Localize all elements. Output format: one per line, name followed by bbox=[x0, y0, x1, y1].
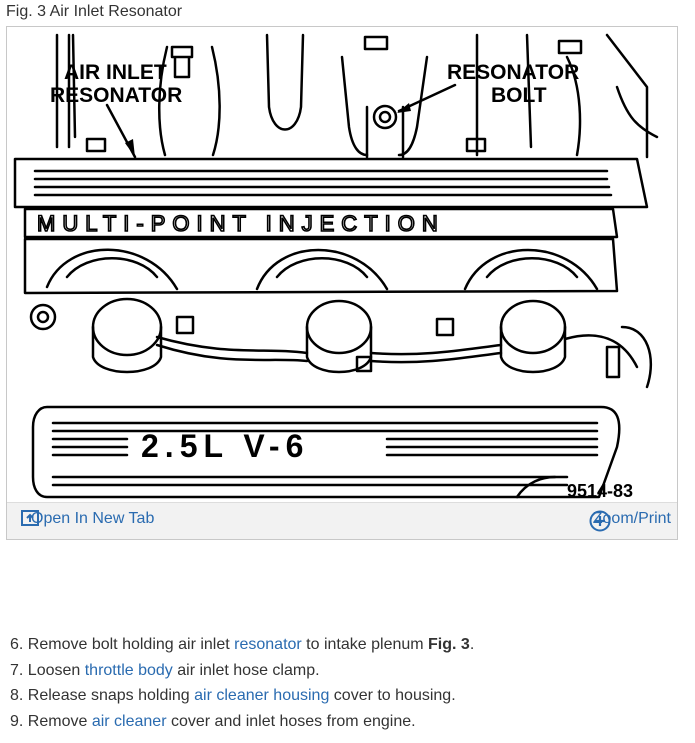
figure-toolbar: Open In New Tab Zoom/Print bbox=[7, 502, 677, 539]
open-new-tab-button[interactable]: Open In New Tab bbox=[21, 510, 154, 528]
label-air-inlet-line1: AIR INLET bbox=[64, 61, 167, 84]
engine-illustration[interactable]: AIR INLET RESONATOR RESONATOR BOLT MULTI… bbox=[7, 27, 678, 505]
open-new-tab-label: Open In New Tab bbox=[31, 510, 155, 527]
plenum-text: MULTI-POINT INJECTION bbox=[37, 211, 445, 236]
step-item: 8. Release snaps holding air cleaner hou… bbox=[10, 687, 456, 704]
part-number: 9514-83 bbox=[567, 481, 633, 501]
step-item: 6. Remove bolt holding air inlet resonat… bbox=[10, 636, 475, 653]
engine-size-text: 2.5L V-6 bbox=[141, 428, 309, 464]
label-resonator-line2: BOLT bbox=[491, 84, 547, 107]
link-air-cleaner[interactable]: air cleaner bbox=[91, 712, 167, 730]
zoom-print-label: Zoom/Print bbox=[592, 510, 671, 527]
label-resonator-line1: RESONATOR bbox=[447, 61, 579, 84]
figure-reference: Fig. 3 bbox=[428, 636, 470, 653]
step-item: 7. Loosen throttle body air inlet hose c… bbox=[10, 661, 320, 679]
label-air-inlet-line2: RESONATOR bbox=[50, 84, 182, 107]
link-throttle-body[interactable]: throttle body bbox=[84, 661, 173, 679]
instruction-steps: 6. Remove bolt holding air inlet resonat… bbox=[10, 632, 474, 734]
figure-container: AIR INLET RESONATOR RESONATOR BOLT MULTI… bbox=[6, 26, 678, 540]
link-air-cleaner-housing[interactable]: air cleaner housing bbox=[194, 687, 330, 704]
figure-caption: Fig. 3 Air Inlet Resonator bbox=[6, 3, 183, 20]
link-resonator[interactable]: resonator bbox=[234, 636, 302, 653]
zoom-print-button[interactable]: Zoom/Print bbox=[589, 510, 671, 532]
step-item: 9. Remove air cleaner cover and inlet ho… bbox=[10, 712, 416, 730]
